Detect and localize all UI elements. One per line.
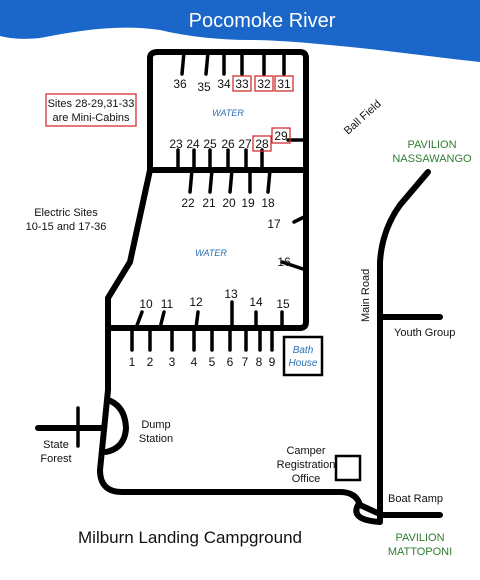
site-34: 34 (217, 77, 231, 91)
campground-title: Milburn Landing Campground (78, 528, 302, 547)
site-2: 2 (147, 355, 154, 369)
site-23: 23 (169, 137, 183, 151)
site-7: 7 (242, 355, 249, 369)
site-26: 26 (221, 137, 235, 151)
lower-row-sites: 10 11 12 13 14 15 (139, 287, 290, 311)
site-10: 10 (139, 297, 153, 311)
site-1: 1 (129, 355, 136, 369)
site-35: 35 (197, 80, 211, 94)
site-5: 5 (209, 355, 216, 369)
registration-line2: Registration (277, 459, 336, 471)
mini-cabin-note-box (45, 93, 137, 127)
site-4: 4 (191, 355, 198, 369)
site-16: 16 (277, 255, 291, 269)
site-36: 36 (173, 77, 187, 91)
mini-cabin-box-33 (232, 75, 252, 92)
bath-house-line2: House (289, 358, 318, 369)
lower-road (97, 325, 443, 518)
electric-note-line2: 10-15 and 17-36 (26, 221, 107, 233)
mini-cabin-box-31 (274, 75, 294, 92)
site-27: 27 (238, 137, 252, 151)
pavilion-nassawango-line1: PAVILION (407, 139, 456, 151)
water-label-lower: WATER (195, 248, 227, 258)
boat-ramp-branch (353, 502, 383, 525)
site-20: 20 (222, 196, 236, 210)
main-road (377, 169, 431, 523)
mini-cabin-box-32 (254, 75, 274, 92)
site-22: 22 (181, 196, 195, 210)
site-18: 18 (261, 196, 275, 210)
site-6: 6 (227, 355, 234, 369)
bottom-row-sites: 1 2 3 4 5 6 7 8 9 (129, 355, 276, 369)
site-15: 15 (276, 297, 290, 311)
site-24: 24 (186, 137, 200, 151)
pocomoke-river (0, 0, 480, 62)
mini-cabin-box-28 (252, 135, 272, 152)
site-32: 32 (257, 77, 271, 91)
state-forest-line2: Forest (40, 453, 71, 465)
mini-cabin-box-29 (271, 127, 291, 144)
top-row-spurs (180, 50, 286, 76)
pavilion-nassawango-line2: NASSAWANGO (392, 153, 472, 165)
main-road-label: Main Road (360, 269, 372, 322)
site-9: 9 (269, 355, 276, 369)
site-21: 21 (202, 196, 216, 210)
site-33: 33 (235, 77, 249, 91)
site-13: 13 (224, 287, 238, 301)
bath-house-box (282, 335, 324, 377)
mini-cabin-note-line1: Sites 28-29,31-33 (48, 98, 135, 110)
site-11: 11 (161, 297, 174, 311)
mid-upper-spurs (176, 138, 308, 172)
dump-station-road (103, 397, 129, 455)
lower-row-spurs (134, 300, 284, 330)
pavilion-mattoponi-line1: PAVILION (395, 532, 444, 544)
water-label-upper: WATER (212, 108, 244, 118)
site-19: 19 (241, 196, 255, 210)
site-17: 17 (267, 217, 281, 231)
bottom-row-spurs (130, 326, 274, 352)
site-8: 8 (256, 355, 263, 369)
site-25: 25 (203, 137, 217, 151)
boat-ramp-label: Boat Ramp (388, 493, 443, 505)
site-14: 14 (249, 295, 263, 309)
youth-group-label: Youth Group (394, 327, 455, 339)
top-row-sites: 36 35 34 33 32 31 (173, 75, 294, 94)
state-forest-line1: State (43, 439, 69, 451)
bath-house-line1: Bath (293, 345, 314, 356)
pavilion-mattoponi-line2: MATTOPONI (388, 546, 452, 558)
mid-lower-spurs (188, 168, 308, 272)
site-31: 31 (277, 77, 291, 91)
mini-cabin-note-line2: are Mini-Cabins (52, 112, 130, 124)
site-12: 12 (189, 295, 203, 309)
dump-station-line1: Dump (141, 419, 170, 431)
mid-lower-sites: 22 21 20 19 18 17 16 (181, 196, 291, 269)
site-28: 28 (255, 137, 269, 151)
river-name: Pocomoke River (189, 10, 336, 32)
ball-field-label: Ball Field (342, 98, 384, 137)
registration-office-box (334, 454, 362, 482)
mid-upper-sites: 23 24 25 26 27 28 29 (169, 127, 291, 152)
site-3: 3 (169, 355, 176, 369)
dump-station-line2: Station (139, 433, 173, 445)
electric-note-line1: Electric Sites (34, 207, 98, 219)
registration-line3: Office (292, 473, 321, 485)
middle-loop-road (105, 167, 309, 331)
site-29: 29 (274, 129, 288, 143)
registration-line1: Camper (286, 445, 325, 457)
